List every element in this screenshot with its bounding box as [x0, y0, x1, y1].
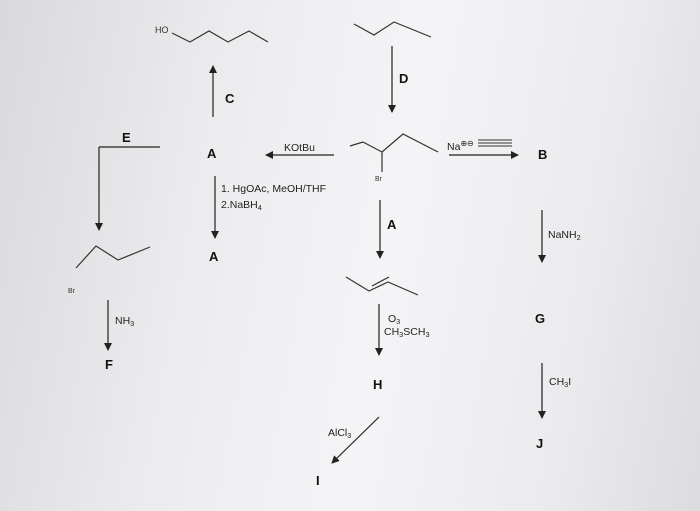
ho-label: HO: [155, 25, 169, 35]
compound-label-a-left: A: [207, 146, 217, 161]
alkene-double-bond: [371, 276, 390, 287]
compound-label-a-mid: A: [387, 217, 397, 232]
butanol-skeleton: [171, 30, 269, 43]
reagent-na: Na⊕⊖: [447, 139, 474, 153]
reagent-ch3i: CH3I: [549, 376, 572, 389]
bromobutane-skeleton-left: [75, 245, 151, 269]
bromobutane-skeleton: [349, 133, 439, 153]
compound-label-f: F: [105, 357, 113, 372]
reagent-o3: O3: [388, 313, 401, 326]
reagent-alcl3: AlCl3: [328, 427, 352, 440]
charge-symbols: ⊕⊖: [460, 139, 474, 148]
compound-label-d: D: [399, 71, 409, 86]
reagent-kotbu: KOtBu: [284, 142, 315, 154]
alkene-skeleton: [345, 276, 419, 296]
br-label-mid: Br: [375, 176, 382, 183]
compound-label-g: G: [535, 311, 546, 326]
compound-label-h: H: [373, 377, 383, 392]
reagent-nabh4: 2.NaBH4: [221, 199, 262, 212]
compound-label-e: E: [122, 130, 131, 145]
compound-label-j: J: [536, 436, 544, 451]
compound-label-a-bottom: A: [209, 249, 219, 264]
butane-skeleton-top: [353, 21, 432, 38]
compound-label-i: I: [316, 473, 320, 488]
reagent-nh3: NH3: [115, 315, 135, 328]
compound-label-c: C: [225, 91, 235, 106]
arrow-h-to-i: [331, 416, 380, 464]
reagent-hgoac: 1. HgOAc, MeOH/THF: [221, 183, 327, 195]
reagent-ch3sch3: CH3SCH3: [384, 326, 430, 339]
compound-label-b: B: [538, 147, 548, 162]
reagent-nanh2: NaNH2: [548, 229, 581, 242]
br-label-left: Br: [68, 288, 75, 295]
